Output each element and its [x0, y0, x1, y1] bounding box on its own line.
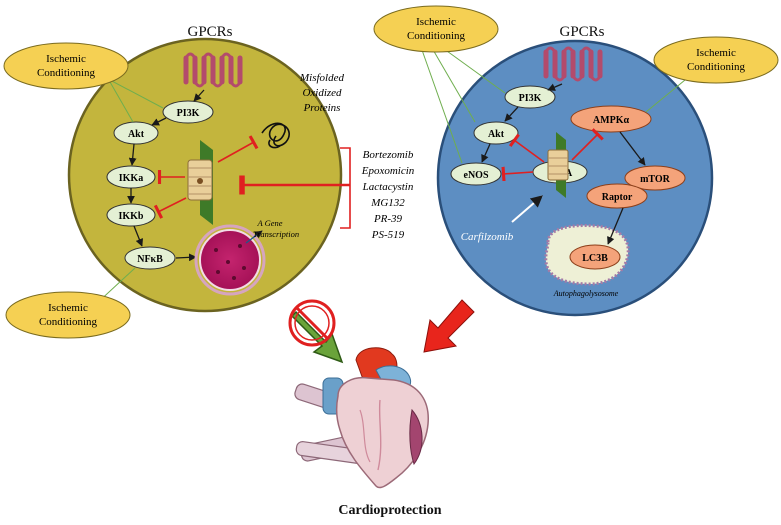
nucleus-icon: [194, 224, 266, 296]
inhibit-pp2a-enos: [501, 166, 534, 182]
misfolded-text-3: Proteins: [303, 102, 341, 114]
arrow-pi3k-akt-right: [504, 106, 519, 122]
left-cell: GPCRs PI3K Akt IKKa IKKb NFκB: [3, 24, 344, 339]
svg-text:AMPKα: AMPKα: [593, 115, 630, 126]
svg-text:Ischemic: Ischemic: [48, 302, 88, 314]
left-gpcr-label: GPCRs: [187, 24, 232, 40]
inhibitor-item: Lactacystin: [362, 181, 414, 193]
arrow-ikkb-nfkb: [133, 225, 144, 247]
ischemic-conditioning-oval-bottom-left: Ischemic Conditioning: [5, 291, 131, 339]
link-ic-right-left-1: [439, 45, 506, 94]
carfilzomib-label: Carfilzomib: [461, 231, 514, 243]
svg-text:Akt: Akt: [128, 129, 145, 140]
misfolded-text-1: Misfolded: [299, 72, 344, 84]
arrow-gpcr-pi3k-left: [193, 89, 205, 102]
gene-text-2: Transcription: [253, 229, 299, 239]
svg-text:IKKb: IKKb: [118, 211, 143, 222]
svg-text:Ischemic: Ischemic: [696, 47, 736, 59]
svg-text:Conditioning: Conditioning: [37, 67, 96, 79]
misfolded-protein-icon: [261, 122, 290, 149]
ischemic-conditioning-oval-top-left: Ischemic Conditioning: [3, 42, 129, 90]
inhibit-proteasome-misfolded: [217, 135, 259, 163]
inhibitor-item: PR-39: [373, 213, 403, 225]
svg-text:Conditioning: Conditioning: [687, 61, 746, 73]
proteasome-icon: [547, 132, 569, 198]
svg-text:Akt: Akt: [488, 129, 505, 140]
arrow-pi3k-akt-left: [151, 117, 167, 126]
arrow-carfilzomib: [511, 195, 543, 223]
ischemic-conditioning-oval-top-right: Ischemic Conditioning: [653, 36, 779, 84]
heart-icon: [294, 347, 429, 489]
svg-text:PI3K: PI3K: [177, 108, 200, 119]
inhibitor-item: Epoxomicin: [361, 165, 415, 177]
node-raptor: Raptor: [586, 183, 648, 209]
outcome-label: Cardioprotection: [338, 503, 441, 518]
node-enos: eNOS: [450, 162, 502, 186]
inhibitor-bracket: [340, 147, 351, 229]
node-ampk: AMPKα: [570, 105, 652, 133]
node-ikkb: IKKb: [106, 203, 156, 227]
svg-text:eNOS: eNOS: [464, 170, 489, 181]
svg-text:LC3B: LC3B: [582, 253, 608, 264]
blocked-green-arrow-icon: [288, 299, 344, 364]
link-ic-top-left-pi3k: [109, 79, 164, 109]
node-lc3b: LC3B: [569, 244, 621, 270]
inhibit-proteasome-ikkb: [153, 197, 187, 219]
link-ic-right-ampk: [645, 79, 686, 113]
svg-text:Raptor: Raptor: [602, 192, 633, 203]
arrow-gpcr-pi3k-right: [547, 83, 563, 91]
node-mtor: mTOR: [624, 165, 686, 191]
proteasome-icon: [187, 140, 213, 225]
node-ikka: IKKa: [106, 165, 156, 189]
node-pi3k-right: PI3K: [504, 85, 556, 109]
node-nfkb: NFκB: [124, 246, 176, 270]
node-akt-right: Akt: [473, 121, 519, 145]
inhibit-pp2a-akt: [508, 133, 545, 163]
node-akt-left: Akt: [113, 121, 159, 145]
gpcr-receptor-icon: [183, 52, 243, 88]
inhibitor-item: MG132: [370, 197, 405, 209]
gpcr-receptor-icon: [543, 46, 603, 82]
svg-text:IKKa: IKKa: [119, 173, 143, 184]
svg-text:PI3K: PI3K: [519, 93, 542, 104]
node-pi3k-left: PI3K: [162, 100, 214, 124]
svg-text:NFκB: NFκB: [137, 254, 163, 265]
misfolded-text-2: Oxidized: [302, 87, 342, 99]
svg-text:Conditioning: Conditioning: [39, 316, 98, 328]
autophagosome-label: Autophagolysosome: [553, 289, 619, 298]
ischemic-conditioning-oval-top-center: Ischemic Conditioning: [373, 5, 499, 53]
inhibitor-item: PS-519: [371, 229, 405, 241]
inhibitor-item: Bortezomib: [363, 149, 414, 161]
red-arrow-icon: [423, 299, 475, 353]
arrow-gene-transcription: [245, 230, 263, 244]
arrow-akt-ikka: [128, 143, 137, 166]
arrow-nfkb-nucleus: [175, 253, 197, 262]
arrow-ampk-mtor: [619, 131, 646, 166]
svg-text:mTOR: mTOR: [640, 174, 671, 185]
svg-text:Ischemic: Ischemic: [46, 53, 86, 65]
link-ic-top-left: [109, 81, 134, 123]
gene-text-1: A Gene: [256, 218, 282, 228]
inhibitor-list: Bortezomib Epoxomicin Lactacystin MG132 …: [239, 147, 415, 241]
arrow-akt-enos: [481, 143, 491, 163]
right-gpcr-label: GPCRs: [559, 24, 604, 40]
right-cell: GPCRs PI3K Akt eNOS PP2A AMPKα mTOR Ra: [373, 5, 779, 317]
svg-text:Ischemic: Ischemic: [416, 16, 456, 28]
link-ic-right-left-3: [421, 49, 463, 164]
svg-text:Conditioning: Conditioning: [407, 30, 466, 42]
link-ic-right-left-2: [431, 47, 476, 123]
inhibit-pp2a-ampk: [571, 128, 604, 161]
arrow-raptor-lc3b: [607, 207, 624, 245]
